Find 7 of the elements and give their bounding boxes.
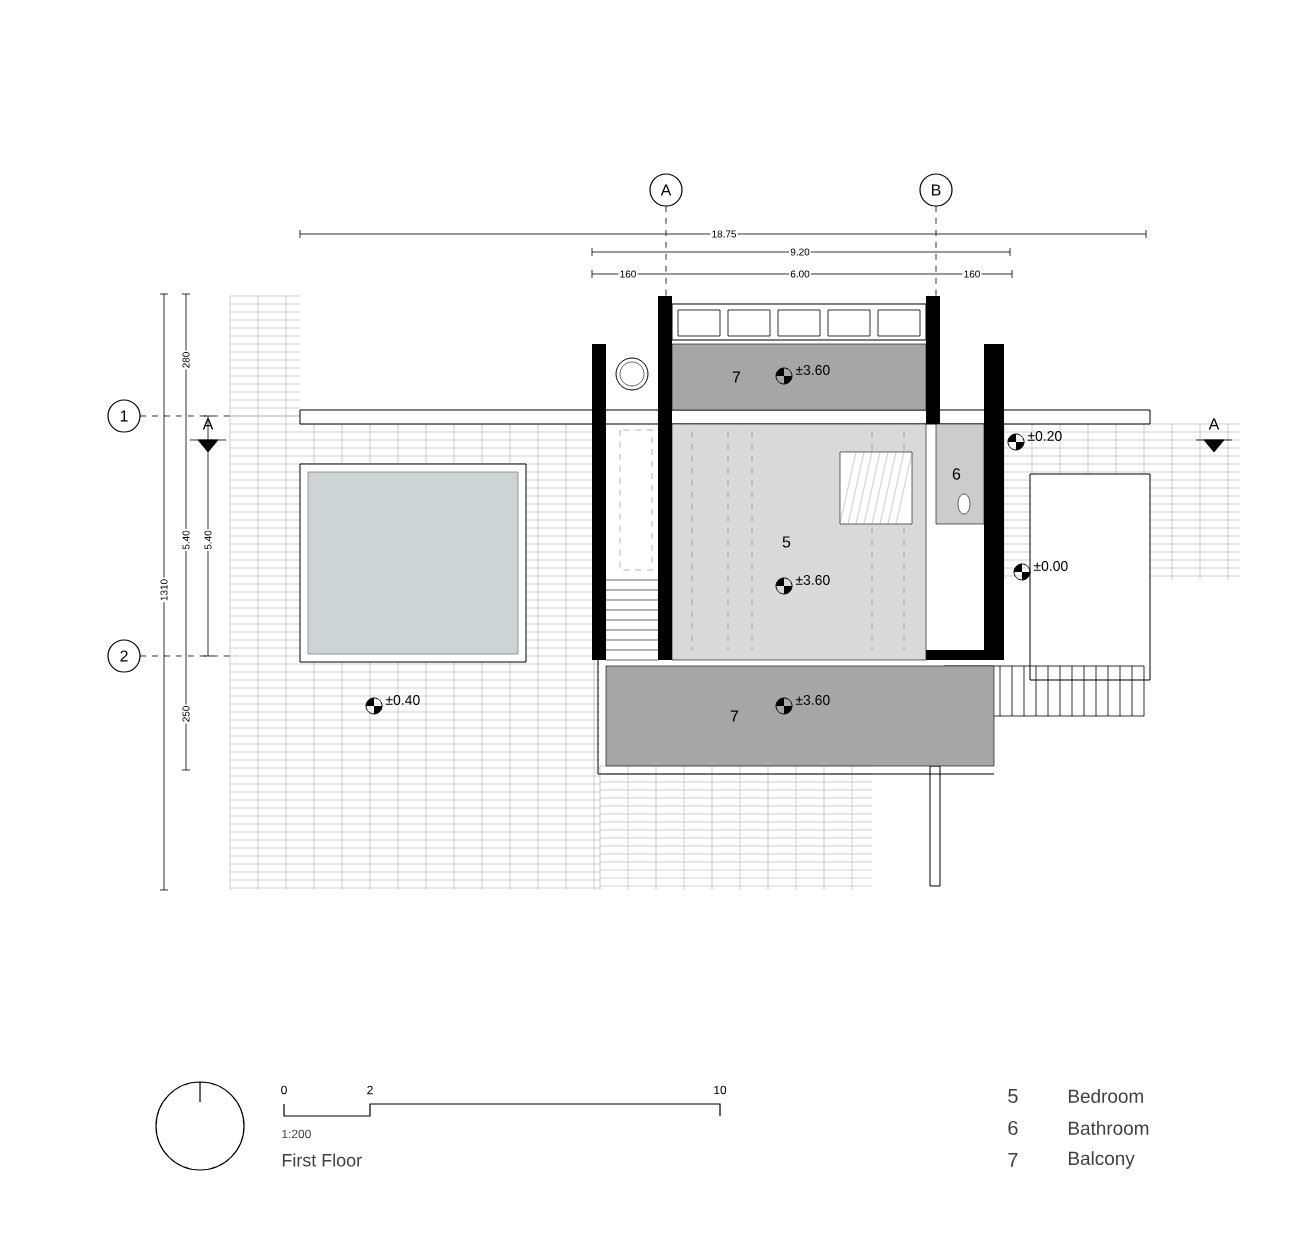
caption: First Floor — [282, 1153, 362, 1167]
legend-text: Bedroom — [1068, 1089, 1143, 1103]
legend-text: 5 — [1008, 1089, 1018, 1103]
legend-text: 6 — [1008, 1120, 1018, 1136]
legend-text: Balcony — [1068, 1151, 1135, 1169]
legend-text: Bathroom — [1068, 1121, 1149, 1135]
legend-text: 7 — [1008, 1153, 1018, 1167]
